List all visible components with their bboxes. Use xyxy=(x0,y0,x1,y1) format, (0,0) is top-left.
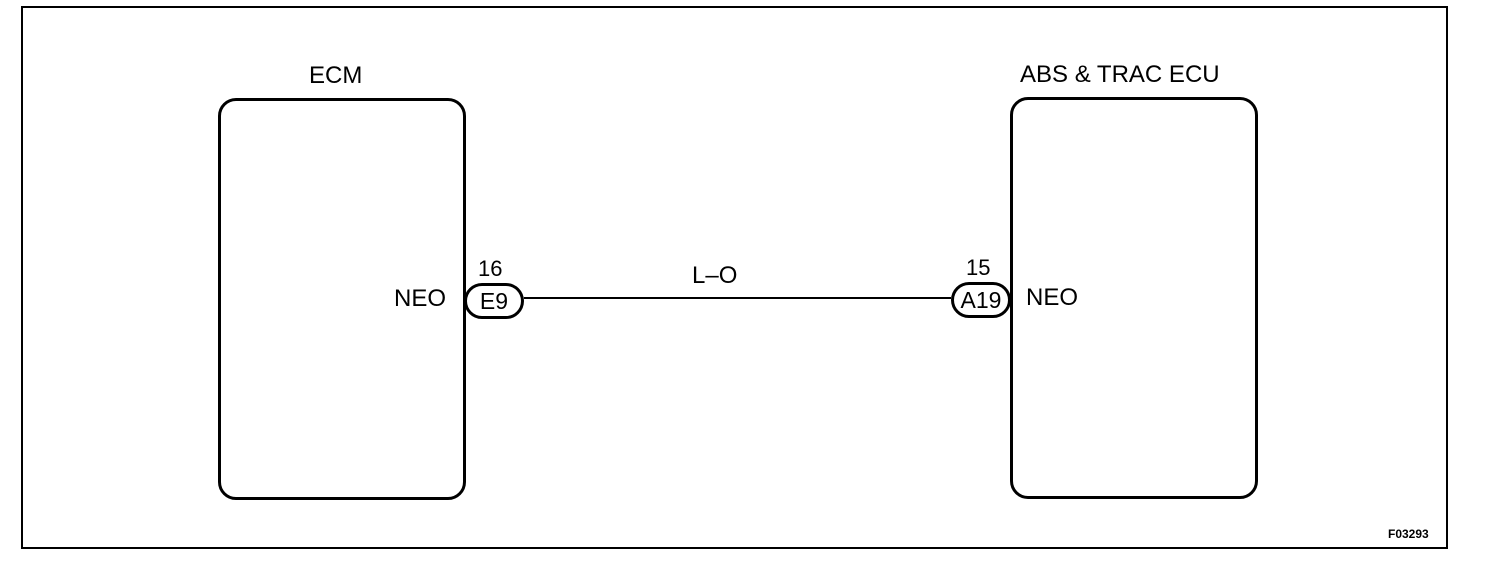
abs-trac-ecu-title: ABS & TRAC ECU xyxy=(1020,61,1220,88)
ecm-terminal-name: NEO xyxy=(394,285,447,312)
ecm-module-box xyxy=(218,98,466,500)
ecm-title: ECM xyxy=(309,62,363,89)
ecm-pin-number: 16 xyxy=(478,256,503,281)
wire-line xyxy=(524,297,951,299)
ecm-connector: E9 xyxy=(464,283,524,319)
ecm-connector-code: E9 xyxy=(479,288,509,314)
abs-terminal-name: NEO xyxy=(1026,284,1079,311)
abs-pin-number: 15 xyxy=(966,255,991,280)
figure-code: F03293 xyxy=(1388,527,1429,541)
diagram-frame xyxy=(21,6,1448,549)
abs-trac-ecu-module-box xyxy=(1010,97,1258,499)
abs-connector: A19 xyxy=(951,282,1011,318)
wire-color-code: L–O xyxy=(692,262,738,289)
abs-connector-code: A19 xyxy=(960,287,1002,313)
